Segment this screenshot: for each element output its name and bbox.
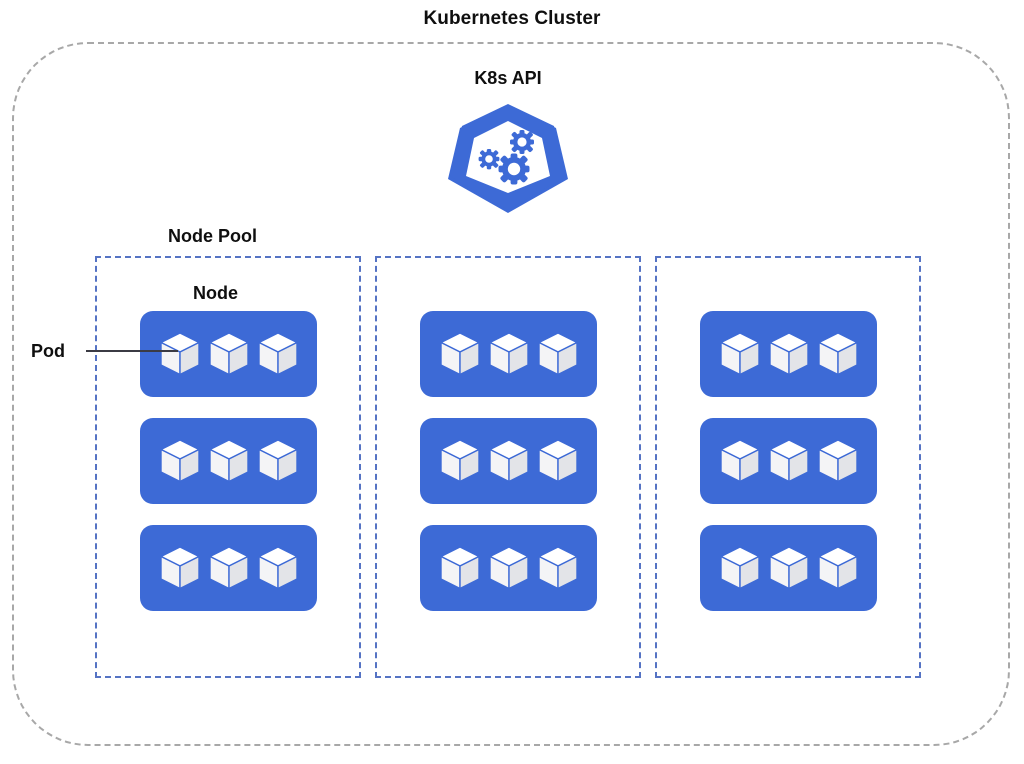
k8s-api-group: K8s API [432,68,584,216]
pod-cube-icon [537,546,578,590]
pod-cube-icon [257,439,298,483]
pod-cube-icon [488,332,529,376]
pod-cube-icon [159,439,200,483]
node-box[interactable] [140,418,317,504]
pod-callout-label: Pod [31,341,65,361]
pod-cube-icon [208,546,249,590]
pod-cube-icon [719,332,760,376]
kubernetes-heptagon-gears-icon [448,104,568,213]
pod-cube-icon [159,332,200,376]
node-box[interactable] [420,525,597,611]
pod-cube-icon [817,332,858,376]
pod-cube-icon [257,332,298,376]
k8s-api-label: K8s API [474,68,542,88]
node-box[interactable] [700,525,877,611]
node-box[interactable] [420,418,597,504]
node-box[interactable] [700,311,877,397]
pod-cube-icon [817,439,858,483]
pod-cube-icon [719,439,760,483]
pod-cube-icon [768,439,809,483]
node-label: Node [193,283,238,303]
node-pool-1[interactable] [95,256,361,678]
pod-cube-icon [208,332,249,376]
pod-cube-icon [208,439,249,483]
pod-cube-icon [719,546,760,590]
pod-cube-icon [257,546,298,590]
pod-callout-line [86,350,178,352]
pod-cube-icon [439,332,480,376]
pod-cube-icon [768,546,809,590]
pod-cube-icon [159,546,200,590]
page-title: Kubernetes Cluster [423,8,601,29]
node-pool-3[interactable] [655,256,921,678]
pod-cube-icon [488,546,529,590]
pod-cube-icon [488,439,529,483]
node-box[interactable] [140,525,317,611]
pod-cube-icon [768,332,809,376]
node-pool-2[interactable] [375,256,641,678]
pod-cube-icon [537,439,578,483]
node-box[interactable] [420,311,597,397]
cluster-boundary [12,42,1010,746]
pod-cube-icon [439,546,480,590]
pod-cube-icon [817,546,858,590]
node-pool-label: Node Pool [168,226,257,246]
pod-cube-icon [537,332,578,376]
node-box[interactable] [700,418,877,504]
node-box[interactable] [140,311,317,397]
pod-cube-icon [439,439,480,483]
